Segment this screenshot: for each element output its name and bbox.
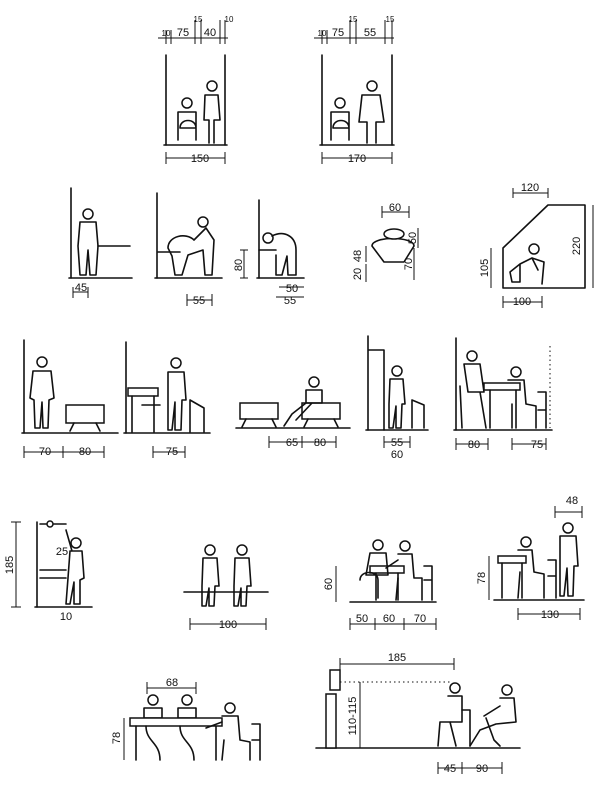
panel-table-wheelchair: 60 50 60 70 [323, 539, 437, 630]
panel-bench-seated: 65 80 [235, 376, 351, 449]
r2a-dim: 45 [75, 282, 87, 294]
r3c-dim-1: 65 [286, 437, 298, 449]
panel-display-viewing: 185 110-115 45 90 [315, 652, 521, 775]
r3b-dim: 75 [166, 446, 178, 458]
r5b-height: 110-115 [347, 697, 359, 736]
panel-wheelchair-wide: 10 75 15 55 15 170 [314, 15, 395, 165]
r5b-90: 90 [476, 763, 488, 775]
p1-top-dim-1: 10 [162, 29, 171, 38]
r3a-dim-1: 70 [39, 446, 51, 458]
r3d-dim-2: 60 [391, 449, 403, 461]
panel-bench-standing: 70 80 [21, 339, 119, 458]
panel-desk-standing: 75 [123, 341, 211, 458]
p1-bottom-dim: 150 [191, 153, 209, 165]
r2c-height: 80 [233, 259, 245, 271]
p2-top-dim-2: 75 [332, 27, 344, 39]
r4c-dim-2: 60 [383, 613, 395, 625]
r2d-width: 60 [389, 202, 401, 214]
p2-top-dim-4: 55 [364, 27, 376, 39]
panel-conference-table: 68 78 [111, 677, 261, 761]
r4a-25: 25 [56, 546, 68, 558]
r3a-dim-2: 80 [79, 446, 91, 458]
p2-bottom-dim: 170 [348, 153, 366, 165]
r5a-68: 68 [166, 677, 178, 689]
r3d-dim-1: 55 [391, 437, 403, 449]
r4b-dim: 100 [219, 619, 237, 631]
p2-top-dim-5: 15 [386, 15, 395, 24]
r3c-dim-2: 80 [314, 437, 326, 449]
r4d-130: 130 [541, 609, 559, 621]
panel-desk-pair: 80 75 [453, 337, 553, 451]
panel-wheelchair-narrow: 10 75 15 40 10 150 [158, 15, 234, 165]
r4d-48: 48 [566, 495, 578, 507]
p1-top-dim-3: 15 [194, 15, 203, 24]
p2-top-dim-3: 15 [349, 15, 358, 24]
r5b-45: 45 [444, 763, 456, 775]
r2e-105: 105 [479, 259, 491, 277]
panel-two-standing: 100 [183, 544, 269, 631]
panel-toilet-cubicle: 120 220 105 100 [479, 182, 594, 308]
r2e-100: 100 [513, 296, 531, 308]
panel-desk-server: 48 78 130 [476, 495, 585, 621]
r2c-base-2: 55 [284, 295, 296, 307]
r2d-48: 48 [352, 250, 364, 262]
r3e-dim-1: 80 [468, 439, 480, 451]
r4c-height: 60 [323, 578, 335, 590]
p2-top-dim-1: 10 [318, 29, 327, 38]
r4d-78: 78 [476, 572, 488, 584]
r4c-dim-1: 50 [356, 613, 368, 625]
r5a-78: 78 [111, 732, 123, 744]
r2d-20: 20 [352, 268, 364, 280]
p1-top-dim-2: 75 [177, 27, 189, 39]
panel-transfer: 55 [154, 192, 223, 307]
p1-top-dim-4: 40 [204, 27, 216, 39]
r4c-dim-3: 70 [414, 613, 426, 625]
r2d-70: 70 [403, 258, 415, 270]
panel-counter: 55 60 [365, 335, 429, 461]
r2d-upper: 50 [407, 232, 419, 244]
r5b-185: 185 [388, 652, 406, 664]
panel-washbasin: 80 50 55 [233, 199, 305, 307]
r2e-top: 120 [521, 182, 539, 194]
panel-toilet-seat: 60 50 48 70 20 [352, 202, 419, 282]
panel-shelf-reach: 185 25 10 [4, 520, 93, 623]
r2b-dim: 55 [193, 295, 205, 307]
panel-standing-wall: 45 [68, 187, 133, 298]
r2e-height: 220 [571, 237, 583, 255]
r2c-base-1: 50 [286, 283, 298, 295]
p1-top-dim-5: 10 [225, 15, 234, 24]
r4a-height: 185 [4, 556, 16, 574]
r4a-10: 10 [60, 611, 72, 623]
r3e-dim-2: 75 [531, 439, 543, 451]
